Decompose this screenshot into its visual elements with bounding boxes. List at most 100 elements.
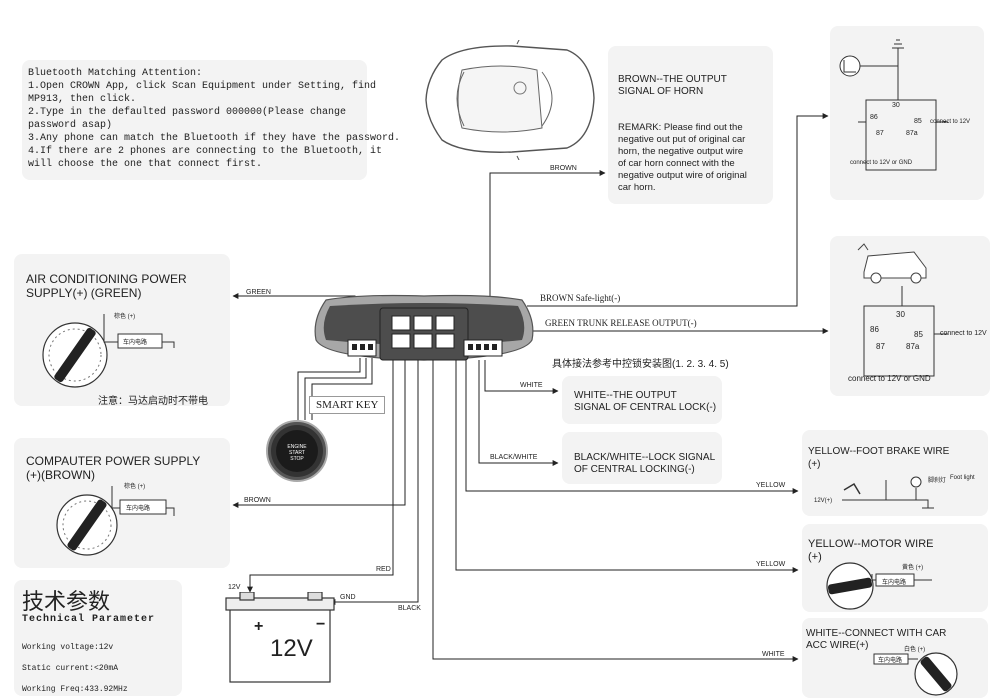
- wire-white-central: [484, 360, 559, 394]
- relay2-pin-86: 86: [870, 325, 879, 334]
- wire-label-green: GREEN: [246, 289, 271, 296]
- relay1-connect-gnd: connect to 12V or GND: [850, 160, 913, 166]
- computer-power-panel: COMPAUTER POWER SUPPLY (+)(BROWN) 棕色 (+)…: [14, 438, 230, 568]
- motor-box-cn: 车内电路: [882, 580, 907, 586]
- horn-remark-6: car horn.: [618, 182, 656, 193]
- tech-parameter-panel: 技术参数 Technical Parameter Working voltage…: [14, 580, 182, 696]
- wire-yellow-motor: [455, 360, 799, 573]
- wire-label-black-white: BLACK/WHITE: [490, 454, 538, 461]
- wire-key-2: [304, 358, 367, 420]
- engine-start-button[interactable]: ENGINE START STOP: [266, 420, 328, 482]
- bluetooth-panel: Bluetooth Matching Attention: 1.Open CRO…: [22, 60, 400, 180]
- tech-line-1: Working voltage:12v: [22, 643, 114, 652]
- wire-brown-horn: [489, 170, 606, 306]
- foot-brake-panel: YELLOW--FOOT BRAKE WIRE (+) 12V(+) 脚刹灯 F…: [802, 430, 988, 516]
- computer-box-cn: 车内电路: [126, 506, 151, 512]
- relay2-connect-gnd: connect to 12V or GND: [848, 374, 931, 383]
- control-box: [314, 294, 534, 361]
- motor-l2: (+): [808, 551, 822, 563]
- battery-voltage: 12V: [270, 635, 313, 662]
- locking-signal-panel: BLACK/WHITE--LOCK SIGNAL OF CENTRAL LOCK…: [562, 432, 722, 484]
- horn-remark-2: negative out put of original car: [618, 134, 746, 145]
- wire-label-green-trunk: GREEN TRUNK RELEASE OUTPUT(-): [545, 318, 697, 328]
- foot-lamp-en: Foot light: [950, 475, 975, 481]
- tech-title-en: Technical Parameter: [22, 614, 156, 625]
- relay2-connect-12v: connect to 12V: [940, 330, 987, 337]
- wire-red-battery: [247, 360, 394, 593]
- engine-label: ENGINE: [287, 444, 307, 450]
- battery-minus: −: [316, 616, 326, 633]
- ac-box-cn: 车内电路: [123, 340, 148, 346]
- motor-l1: YELLOW--MOTOR WIRE: [808, 538, 934, 550]
- ac-note: 注意：马达启动时不带电: [98, 396, 208, 407]
- wire-label-gnd: GND: [340, 594, 356, 601]
- smart-key-label: SMART KEY: [309, 396, 386, 414]
- relay-panel-safe-light: 30 86 85 87 87a connect to 12V connect t…: [830, 26, 984, 200]
- acc-box-cn: 车内电路: [878, 658, 903, 664]
- locking-l2: OF CENTRAL LOCKING(-): [574, 464, 695, 475]
- locking-l1: BLACK/WHITE--LOCK SIGNAL: [574, 452, 716, 463]
- central-lock-l2: SIGNAL OF CENTRAL LOCK(-): [574, 402, 717, 413]
- foot-brake-l2: (+): [808, 459, 821, 470]
- ac-title-1: AIR CONDITIONING POWER: [26, 272, 187, 286]
- ac-wiring: [103, 314, 175, 349]
- relay-diagram-1: [839, 39, 948, 171]
- acc-ignition-switch: [914, 652, 958, 696]
- relay2-pin-87a: 87a: [906, 342, 920, 351]
- foot-brake-circuit: [842, 476, 934, 509]
- computer-wiring: [111, 486, 175, 516]
- relay1-pin-87: 87: [876, 130, 884, 137]
- relay1-pin-30: 30: [892, 102, 900, 109]
- wire-white-acc: [432, 360, 799, 662]
- wire-blackwhite-lock: [478, 360, 559, 466]
- computer-title-2: (+)(BROWN): [26, 468, 95, 482]
- acc-wire-cn: 白色 (+): [904, 647, 926, 653]
- tech-line-3: Working Freq:433.92MHz: [22, 685, 128, 694]
- horn-panel: BROWN--THE OUTPUT SIGNAL OF HORN REMARK:…: [608, 46, 773, 204]
- foot-brake-l1: YELLOW--FOOT BRAKE WIRE: [808, 446, 950, 457]
- relay-panel-trunk: 30 86 85 87 87a connect to 12V connect t…: [830, 236, 990, 396]
- computer-wire-cn: 棕色 (+): [124, 484, 146, 490]
- wire-label-black: BLACK: [398, 605, 421, 612]
- wire-label-white: WHITE: [520, 382, 543, 389]
- central-lock-panel: WHITE--THE OUTPUT SIGNAL OF CENTRAL LOCK…: [562, 376, 722, 424]
- foot-brake-voltage: 12V(+): [814, 498, 833, 504]
- wire-label-yellow-1: YELLOW: [756, 482, 786, 489]
- ac-title-2: SUPPLY(+) (GREEN): [26, 286, 142, 300]
- car-top-view: [425, 40, 595, 160]
- bluetooth-line-2: MP913, then click.: [28, 94, 137, 105]
- foot-lamp-cn: 脚刹灯: [928, 478, 947, 484]
- horn-remark-1: REMARK: Please find out the: [618, 122, 743, 133]
- relay2-pin-30: 30: [896, 310, 905, 319]
- battery-side-label: 12V: [228, 584, 241, 591]
- horn-remark-3: horn, the negative output wire: [618, 146, 744, 157]
- ac-wire-cn: 棕色 (+): [114, 314, 136, 320]
- battery: [225, 592, 335, 683]
- wire-label-red: RED: [376, 566, 391, 573]
- wire-label-white-2: WHITE: [762, 651, 785, 658]
- motor-wire-panel: YELLOW--MOTOR WIRE (+) 黄色 (+) 车内电路: [802, 524, 988, 612]
- relay1-pin-86: 86: [870, 114, 878, 121]
- wire-label-brown-top: BROWN: [550, 165, 577, 172]
- install-note-cn: 具体接法参考中控锁安装图(1. 2. 3. 4. 5): [552, 359, 729, 370]
- horn-remark-4: of car horn connect with the: [618, 158, 735, 169]
- relay1-pin-85: 85: [914, 118, 922, 125]
- computer-title-1: COMPAUTER POWER SUPPLY: [26, 454, 201, 468]
- wire-label-brown-safe: BROWN Safe-light(-): [540, 293, 621, 303]
- relay2-pin-85: 85: [914, 330, 923, 339]
- relay-diagram-2: [863, 286, 948, 377]
- tech-line-2: Static current:<20mA: [22, 664, 119, 673]
- bluetooth-title: Bluetooth Matching Attention:: [28, 68, 203, 79]
- wire-label-yellow-2: YELLOW: [756, 561, 786, 568]
- wire-brown-safe: [527, 113, 829, 307]
- acc-wiring: [873, 653, 918, 665]
- wire-yellow-brake: [465, 355, 799, 494]
- trunk-car-icon: [857, 243, 927, 284]
- acc-l1: WHITE--CONNECT WITH CAR: [806, 628, 947, 639]
- horn-remark-5: negative output wire of original: [618, 170, 747, 181]
- relay1-connect-12v: connect to 12V: [930, 119, 971, 125]
- bluetooth-line-5: 3.Any phone can match the Bluetooth if t…: [28, 133, 401, 144]
- battery-plus: +: [254, 618, 264, 635]
- acc-wire-panel: WHITE--CONNECT WITH CAR ACC WIRE(+) 白色 (…: [802, 618, 988, 698]
